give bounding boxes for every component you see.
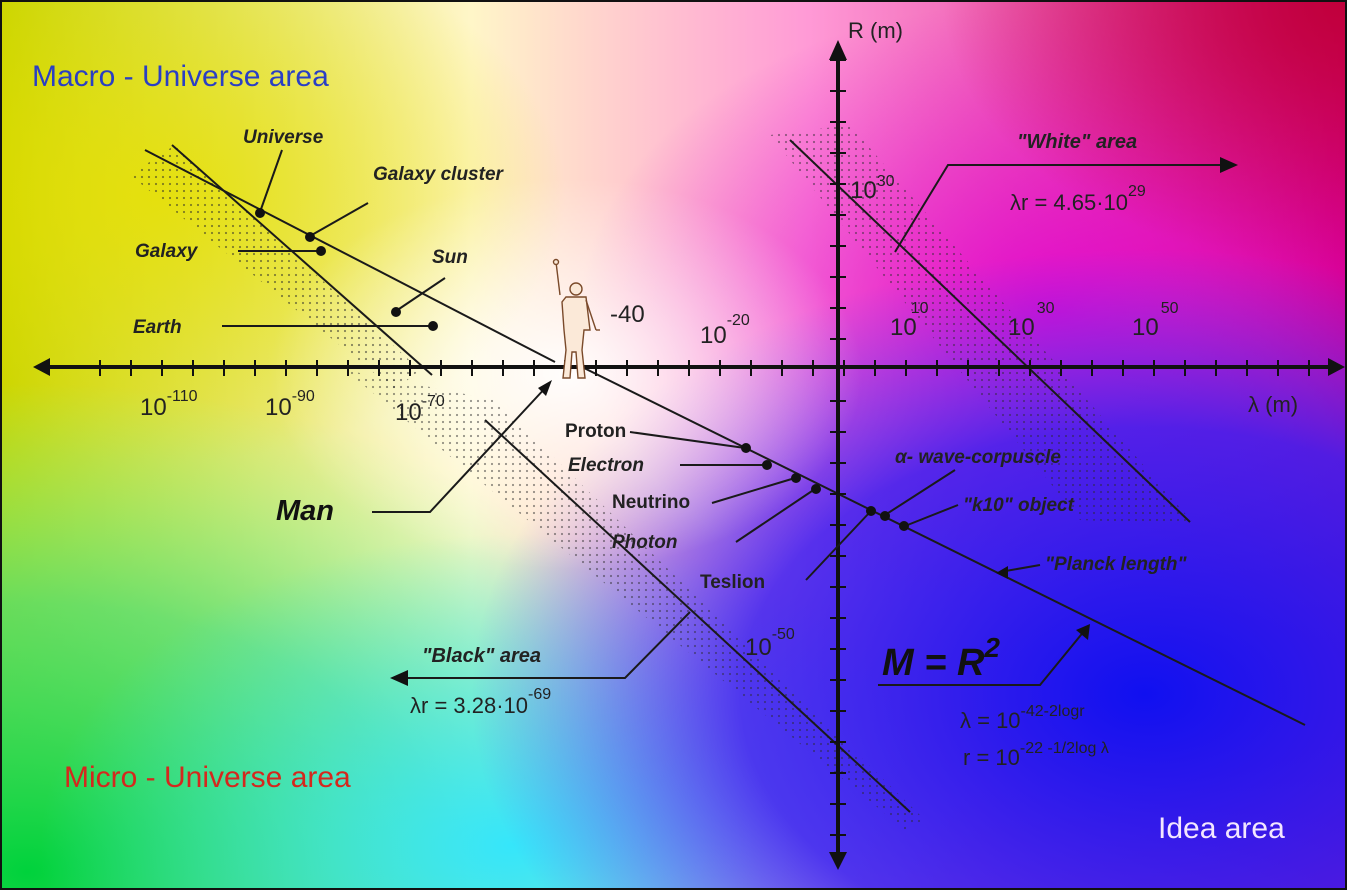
sun-pointer <box>395 277 446 312</box>
sun-label: Sun <box>432 247 468 268</box>
white-area-boundary-line <box>789 139 1191 523</box>
mass-radius-equation: M = R2 <box>882 632 1000 684</box>
black-area-boundary-line <box>484 419 911 813</box>
electron-label: Electron <box>568 455 644 476</box>
man-pointer <box>372 384 549 513</box>
micro-universe-title: Micro - Universe area <box>64 761 351 794</box>
planck-pointer-arrow <box>996 566 1008 579</box>
x-tick-label-neg70: 10-70 <box>395 393 445 426</box>
alpha-wave-pointer <box>884 469 956 516</box>
upper-left-dotted-band <box>130 145 420 390</box>
planck-length-label: "Planck length" <box>1045 554 1188 575</box>
man-pointer-arrow <box>538 380 552 396</box>
universe-label: Universe <box>243 127 324 148</box>
photon-point <box>811 484 821 494</box>
man-figure <box>552 258 600 379</box>
x-axis-ticks <box>99 360 1310 376</box>
y-axis-down-arrow <box>829 852 847 870</box>
teslion-label: Teslion <box>700 572 765 593</box>
electron-point <box>762 460 772 470</box>
y-axis-up-arrow <box>829 40 847 60</box>
alpha-wave-corpuscle-label: α- wave-corpuscle <box>895 447 1061 468</box>
proton-pointer <box>629 431 746 449</box>
universe-pointer <box>259 149 283 213</box>
man-to-planck-line <box>579 365 1306 726</box>
lambda-formula: λ = 10-42-2logr <box>960 703 1085 733</box>
galaxy-cluster-pointer <box>309 202 369 237</box>
x-axis-left-arrow <box>33 358 50 376</box>
macro-universe-title: Macro - Universe area <box>32 60 329 93</box>
r-formula: r = 10-22 -1/2log λ <box>963 740 1109 770</box>
y-tick-label-30: 1030 <box>850 173 895 204</box>
k10-point <box>899 521 909 531</box>
black-area-arrow <box>390 670 408 686</box>
neutrino-label: Neutrino <box>612 492 690 513</box>
man-label: Man <box>276 495 334 527</box>
universe-to-man-line <box>144 149 556 363</box>
k10-object-label: "k10" object <box>963 495 1075 516</box>
earth-point <box>428 321 438 331</box>
galaxy-cluster-label: Galaxy cluster <box>373 164 505 185</box>
black-area-formula: λr = 3.28·10-69 <box>410 686 551 718</box>
teslion-point <box>866 506 876 516</box>
idea-area-title: Idea area <box>1158 812 1285 845</box>
y-axis-ticks <box>830 59 846 836</box>
black-area-dotted-band <box>345 370 925 830</box>
photon-label: Photon <box>612 532 677 553</box>
white-area-formula: λr = 4.65·1029 <box>1010 183 1146 215</box>
x-tick-label-neg110: 10-110 <box>140 388 198 421</box>
y-tick-label-neg40: -40 <box>610 301 645 328</box>
photon-pointer <box>735 488 816 543</box>
x-tick-label-50: 1050 <box>1132 300 1179 341</box>
x-tick-label-30: 1030 <box>1008 300 1055 341</box>
earth-label: Earth <box>133 317 182 338</box>
white-area-pointer <box>894 164 1232 253</box>
sun-point <box>391 307 401 317</box>
equation-pointer-arrow <box>1076 624 1090 640</box>
equation-underline-pointer <box>878 629 1086 686</box>
x-axis-right-arrow <box>1328 358 1345 376</box>
neutrino-pointer <box>711 477 796 504</box>
galaxy-cluster-point <box>305 232 315 242</box>
x-tick-label-neg90: 10-90 <box>265 388 315 421</box>
black-area-title: "Black" area <box>422 645 541 667</box>
proton-point <box>741 443 751 453</box>
y-axis-label: R (m) <box>848 18 903 43</box>
white-area-arrow <box>1220 157 1238 173</box>
earth-boundary-line <box>171 144 433 376</box>
proton-label: Proton <box>565 421 626 442</box>
k10-pointer <box>904 504 959 527</box>
neutrino-point <box>791 473 801 483</box>
y-tick-label-neg20: 10-20 <box>700 312 750 349</box>
x-tick-label-10: 1010 <box>890 300 929 341</box>
y-tick-label-neg50: 10-50 <box>745 626 795 661</box>
black-area-pointer <box>398 611 691 679</box>
alpha-wave-point <box>880 511 890 521</box>
galaxy-label: Galaxy <box>135 241 199 262</box>
x-axis-label: λ (m) <box>1248 392 1298 417</box>
universe-point <box>255 208 265 218</box>
white-area-title: "White" area <box>1017 131 1137 153</box>
teslion-pointer <box>805 511 871 581</box>
galaxy-point <box>316 246 326 256</box>
